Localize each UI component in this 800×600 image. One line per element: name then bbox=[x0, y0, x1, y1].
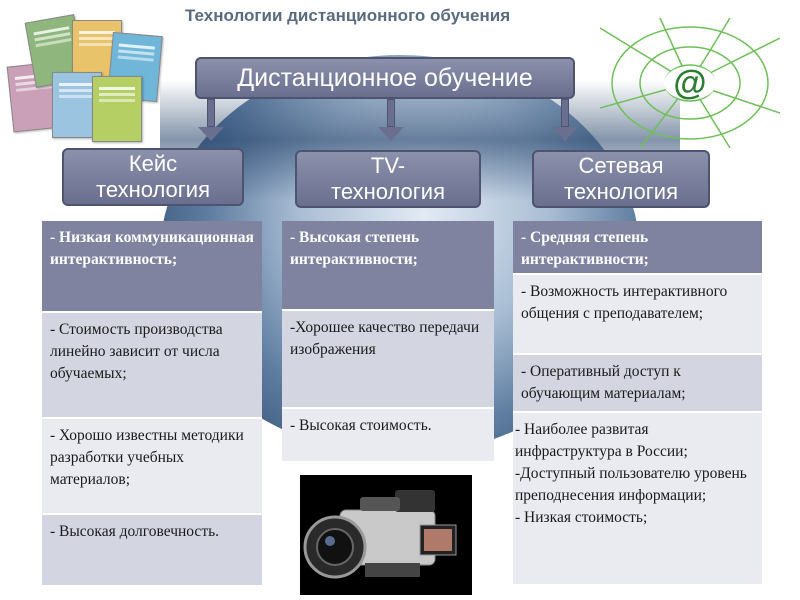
case-technology-list: - Низкая коммуникационная интерактивност… bbox=[42, 221, 262, 587]
tv-technology-list: - Высокая степень интерактивности; -Хоро… bbox=[282, 221, 494, 463]
list-item: - Возможность интерактивного общения с п… bbox=[513, 275, 762, 355]
at-symbol-icon: @ bbox=[673, 64, 706, 102]
list-item: - Низкая коммуникационная интерактивност… bbox=[42, 221, 262, 313]
books-image bbox=[6, 14, 163, 144]
web-logo: @ bbox=[600, 18, 780, 148]
category-case-technology: Кейс технология bbox=[62, 148, 244, 206]
arrow-down-icon bbox=[552, 99, 578, 141]
arrow-down-icon bbox=[198, 99, 224, 141]
list-item: - Хорошо известны методики разработки уч… bbox=[42, 419, 262, 515]
list-item: - Высокая степень интерактивности; bbox=[282, 221, 494, 311]
arrow-down-icon bbox=[378, 99, 404, 141]
video-camera-image bbox=[300, 475, 472, 595]
main-concept-box: Дистанционное обучение bbox=[195, 57, 575, 99]
network-technology-list: - Средняя степень интерактивности; - Воз… bbox=[513, 221, 762, 586]
page-title: Технологии дистанционного обучения bbox=[185, 6, 511, 25]
list-item: - Наиболее развитая инфраструктура в Рос… bbox=[513, 413, 762, 586]
category-tv-technology: TV- технология bbox=[295, 150, 481, 208]
list-item: - Высокая стоимость. bbox=[282, 409, 494, 463]
list-item: - Стоимость производства линейно зависит… bbox=[42, 313, 262, 419]
list-item: - Средняя степень интерактивности; bbox=[513, 221, 762, 275]
list-item: - Высокая долговечность. bbox=[42, 515, 262, 587]
book-cover bbox=[92, 76, 142, 142]
list-item: - Оперативный доступ к обучающим материа… bbox=[513, 355, 762, 413]
category-network-technology: Сетевая технология bbox=[532, 150, 710, 208]
list-item: -Хорошее качество передачи изображения bbox=[282, 311, 494, 409]
